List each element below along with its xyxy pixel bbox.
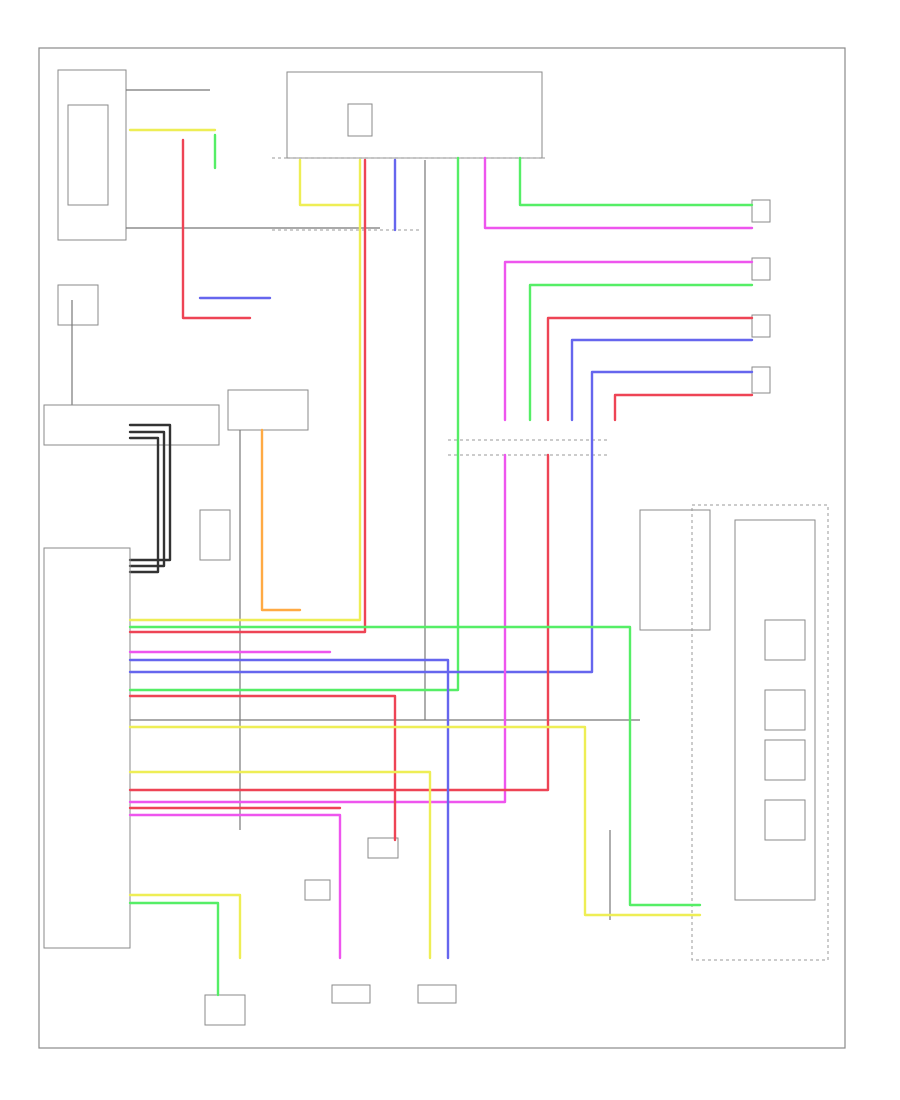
fuse-element	[347, 103, 373, 137]
relay-switch	[227, 389, 309, 431]
wire-yellow-29	[298, 158, 362, 207]
wire-red-10	[128, 453, 550, 792]
wire-blue-15	[128, 658, 450, 960]
amplifier-block	[43, 547, 131, 949]
subwoofer	[204, 994, 246, 1026]
ground-point	[304, 879, 331, 901]
speaker-front-left	[751, 199, 771, 223]
rear-left-speaker	[331, 984, 371, 1004]
wire-yellow-11	[128, 158, 362, 622]
wire-yellow-18	[128, 770, 432, 960]
wire-red-12	[128, 158, 367, 634]
speaker-left-tweeter	[751, 257, 771, 281]
wire-green-28	[128, 901, 220, 997]
wire-green-1	[518, 156, 754, 207]
amplifier-connector	[43, 404, 220, 446]
junction-box-top	[286, 71, 543, 159]
switch-panel	[734, 519, 816, 901]
speaker-right-tweeter	[751, 314, 771, 338]
antenna-box	[57, 284, 99, 326]
wire-yellow-19	[128, 725, 702, 917]
wire-green-13	[128, 625, 702, 907]
rear-right-speaker	[417, 984, 457, 1004]
radio-inner	[67, 104, 109, 206]
ground-point-2	[367, 837, 399, 859]
steering-switch-dash	[691, 504, 829, 961]
connector-small	[199, 509, 231, 561]
wire-red-17	[128, 694, 397, 842]
switch-seek	[764, 799, 806, 841]
wire-orange-26	[260, 428, 302, 612]
audio-switch-module	[639, 509, 711, 631]
wire-yellow-27	[128, 893, 242, 960]
wire-red-8	[613, 393, 754, 422]
switch-tune	[764, 619, 806, 661]
speaker-right-front	[751, 366, 771, 394]
wire-magenta-20	[128, 813, 342, 960]
wire-blue-6	[570, 338, 754, 422]
wire-magenta-2	[483, 156, 754, 230]
wire-red-22	[181, 138, 252, 320]
wire-magenta-3	[503, 260, 754, 422]
switch-volume	[764, 689, 806, 731]
diagram-frame	[38, 47, 846, 1049]
switch-mode	[764, 739, 806, 781]
wire-green-0	[128, 156, 460, 692]
wire-blue-7	[128, 370, 754, 674]
wire-red-5	[546, 316, 754, 422]
wire-group	[128, 128, 754, 997]
radio-unit	[57, 69, 127, 241]
wire-magenta-9	[128, 453, 507, 804]
wire-green-4	[528, 283, 754, 422]
